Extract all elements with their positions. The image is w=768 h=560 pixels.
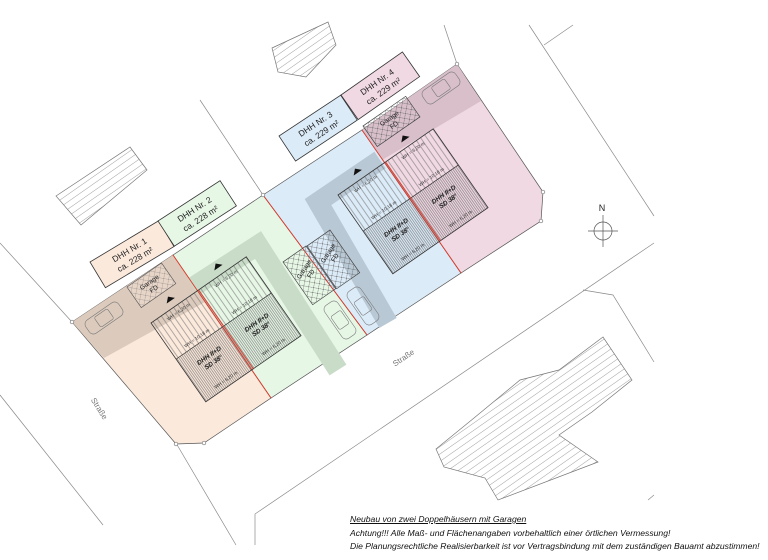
garage-1: Garage FD (126, 262, 177, 309)
entrance-arrow-icon (353, 168, 362, 176)
house-block-3-4: WH = 6,20 m WH = 10,18 m DHH II+D SD 38°… (337, 128, 489, 275)
planning-disclaimer: Die Planungsrechtliche Realisierbarkeit … (350, 541, 760, 551)
entrance-arrow-icon (401, 135, 410, 143)
north-label: N (599, 203, 606, 213)
garage-label-roof: FD (306, 268, 317, 279)
plot-label-2: DHH Nr. 2 ca. 228 m² (157, 180, 237, 247)
street-label: Straße (89, 396, 110, 422)
plan-notes: Neubau von zwei Doppelhäusern mit Garage… (350, 513, 766, 554)
plot-label-1: DHH Nr. 1 ca. 228 m² (89, 220, 175, 289)
garage-3: Garage FD (306, 229, 361, 290)
neighbor-building (435, 336, 633, 501)
survey-disclaimer: Achtung!!! Alle Maß- und Flächenangaben … (350, 527, 671, 538)
north-arrow-icon: N (588, 203, 618, 247)
street-label: Straße (391, 347, 416, 368)
house-2: WH = 6,20 m WH = 10,18 m DHH II+D SD 38°… (198, 256, 302, 369)
garage-label-roof: FD (330, 252, 341, 263)
neighbor-building (271, 21, 337, 78)
garage-2: Garage FD (282, 245, 337, 306)
path-3 (304, 151, 397, 329)
garage-4: Garage FD (362, 95, 421, 148)
plan-title: Neubau von zwei Doppelhäusern mit Garage… (350, 514, 527, 524)
surrounding-lines (0, 24, 655, 546)
garage-label-roof: FD (149, 284, 160, 295)
house-block-1-2: WH = 6,20 m WH = 10,18 m DHH II+D SD 38°… (150, 256, 302, 403)
boundary-points (69, 61, 546, 447)
car-icon (84, 71, 461, 340)
entrance-arrow-icon (166, 296, 175, 304)
house-4: WH = 6,20 m WH = 10,18 m DHH II+D SD 38°… (385, 128, 489, 241)
garage-label-roof: FD (389, 120, 400, 131)
neighbor-building (55, 146, 148, 226)
house-1: WH = 6,20 m WH = 10,18 m DHH II+D SD 38°… (151, 289, 254, 402)
path-2 (187, 231, 347, 376)
entrance-arrow-icon (214, 263, 223, 271)
